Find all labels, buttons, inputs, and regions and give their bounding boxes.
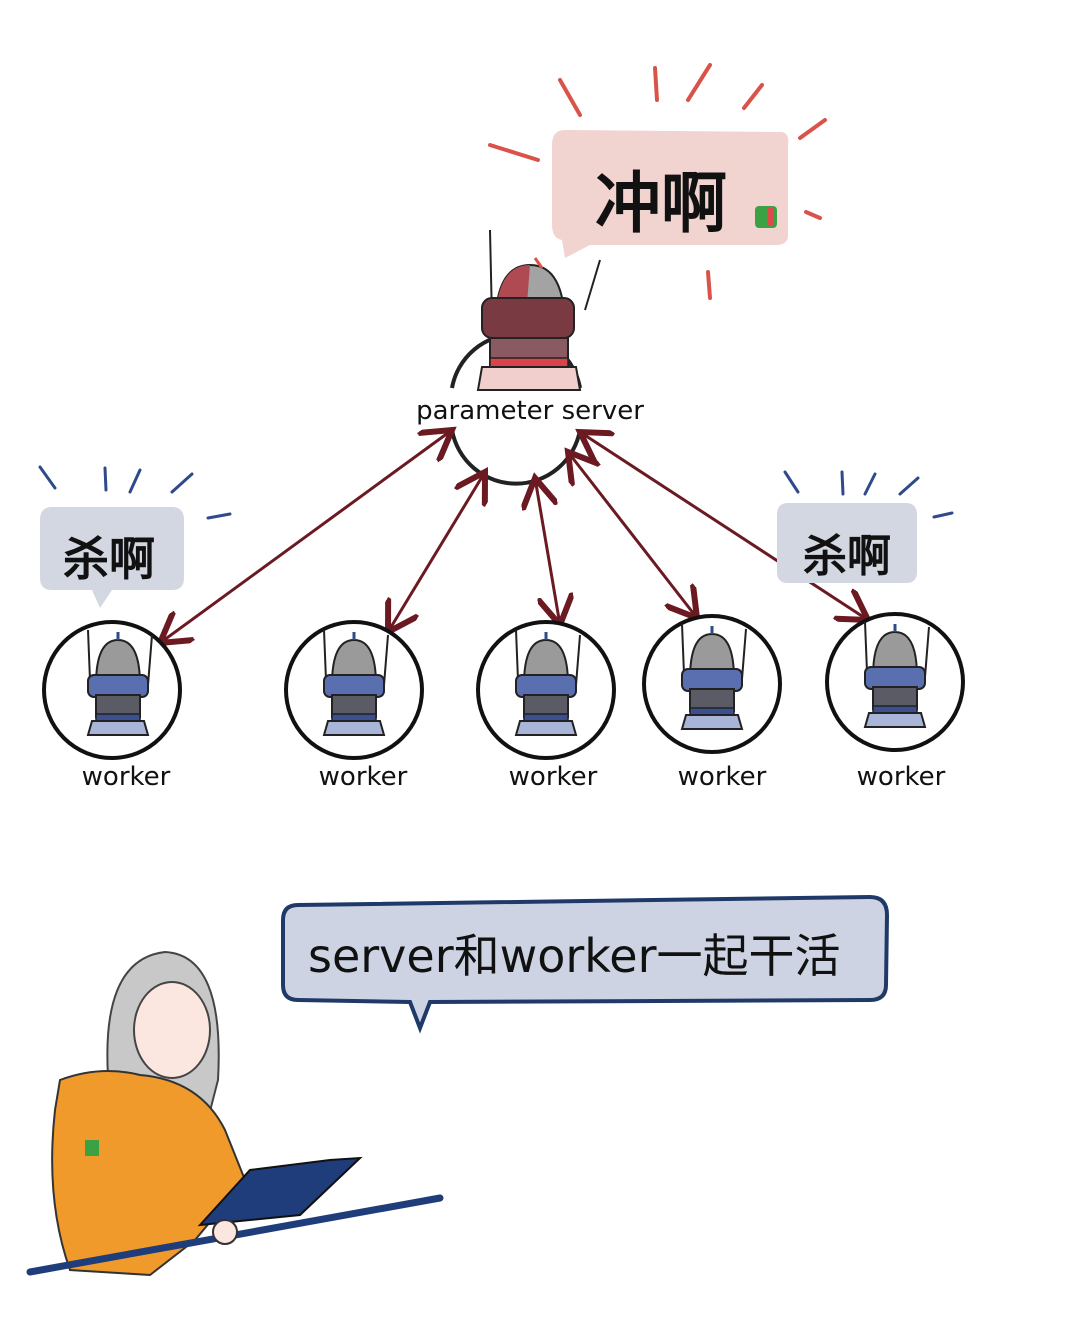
worker-node-3 [476,620,616,760]
narrator-speech-bubble [281,894,890,1034]
worker-shout-rays [38,465,954,520]
worker-node-4 [642,614,782,754]
worker-label: worker [81,762,171,792]
narrator-girl-illustration [26,950,444,1277]
worker-node-1 [42,620,182,760]
worker-label: worker [508,762,598,792]
server-ninja-icon [476,229,601,391]
worker-label: worker [677,762,767,792]
right-worker-speech-bubble [777,503,917,583]
server-speech-bubble [552,130,789,258]
worker-label: worker [856,762,946,792]
arrow-worker-3 [535,478,560,625]
narrator-speech-text: server和worker一起干活 [308,929,841,983]
left-worker-speech-bubble [40,507,184,608]
right-worker-shout-text: 杀啊 [803,531,891,582]
worker-node-2 [284,620,424,760]
server-shout-text: 冲啊 [595,165,727,242]
server-shout-rays [488,63,827,300]
arrow-worker-2 [388,472,485,632]
left-worker-shout-text: 杀啊 [63,532,155,586]
parameter-server-label: parameter server [416,396,644,426]
arrow-worker-1 [160,430,452,643]
worker-node-5 [825,612,965,752]
arrows [160,430,868,643]
worker-label: worker [318,762,408,792]
arrow-worker-5 [580,432,868,620]
watermark-logo [755,206,777,228]
arrow-worker-4 [568,452,697,618]
